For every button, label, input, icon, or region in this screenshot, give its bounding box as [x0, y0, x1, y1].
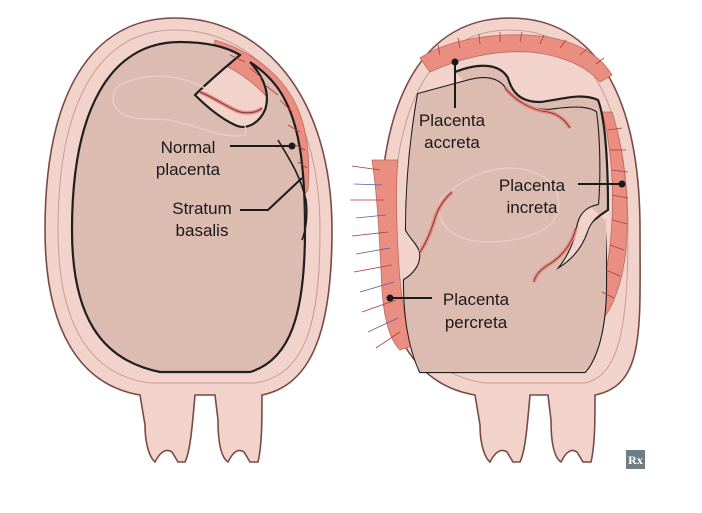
right-cavity-fill: [404, 78, 606, 372]
stratum-basalis-label-line1: Stratum: [172, 199, 232, 218]
percreta-tissue: [371, 159, 413, 351]
accreta-label-line1: Placenta: [419, 111, 486, 130]
normal-uterus: [44, 17, 333, 464]
normal-placenta-label-line2: placenta: [156, 160, 221, 179]
normal-placenta-label-line1: Normal: [161, 138, 216, 157]
abnormal-uterus: [350, 17, 641, 464]
percreta-vessels: [350, 165, 401, 349]
rx-logo-text: Rx: [628, 453, 643, 467]
percreta-label-line1: Placenta: [443, 290, 510, 309]
rx-logo: Rx: [626, 450, 645, 469]
stratum-basalis-leader: [240, 177, 303, 211]
left-membrane: [112, 75, 247, 137]
normal-placenta-vessels: [229, 54, 308, 169]
rx-logo-badge: [626, 450, 645, 469]
stratum-basalis-label-line2: basalis: [176, 221, 229, 240]
percreta-label-line2: percreta: [445, 313, 508, 332]
increta-vessels: [601, 127, 629, 299]
increta-label-line1: Placenta: [499, 176, 566, 195]
accreta-vessels: [437, 31, 605, 65]
increta-label-line2: increta: [506, 198, 558, 217]
stratum-basalis-line: [277, 139, 308, 241]
right-membrane: [438, 167, 560, 243]
accreta-tissue: [419, 34, 613, 83]
left-uterine-cavity: [70, 40, 307, 374]
accreta-label-line2: accreta: [424, 133, 480, 152]
